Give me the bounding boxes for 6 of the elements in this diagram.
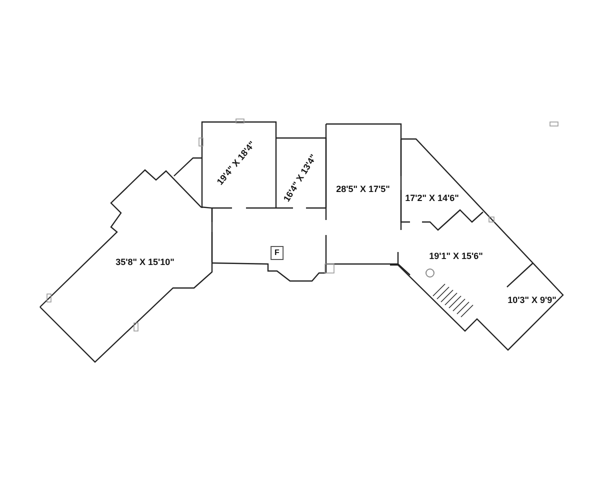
- room-dimension: 10'3" X 9'9": [508, 295, 556, 305]
- room-dimension: 28'5" X 17'5": [336, 184, 390, 194]
- room-dimension: 35'8" X 15'10": [116, 257, 174, 267]
- room-dimension: 19'1" X 15'6": [429, 251, 483, 261]
- room-dimension: 17'2" X 14'6": [405, 193, 459, 203]
- fireplace-label: F: [270, 246, 284, 260]
